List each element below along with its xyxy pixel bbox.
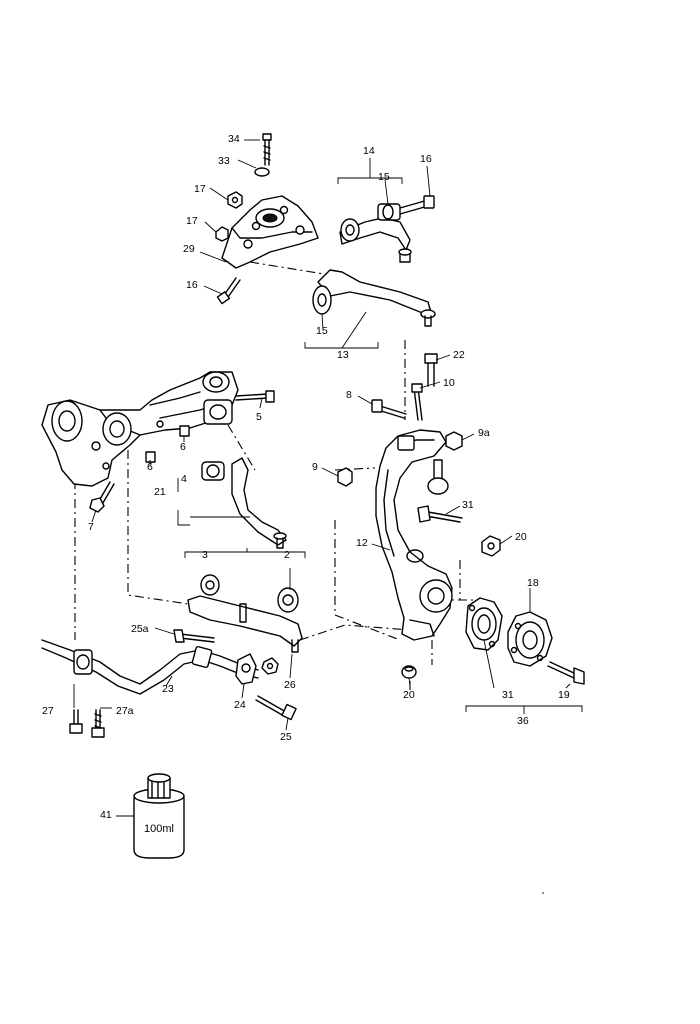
assembly-lines bbox=[74, 261, 490, 690]
nut-9a bbox=[445, 431, 463, 451]
upper-mount-bracket bbox=[221, 195, 319, 269]
callout-21: 21 bbox=[154, 486, 166, 498]
nut-9 bbox=[337, 467, 353, 487]
bolt-10 bbox=[411, 383, 423, 421]
bolt-8 bbox=[371, 399, 407, 419]
callout-labels: 34 33 17 17 29 16 14 15 16 15 13 22 10 8… bbox=[42, 133, 570, 821]
callout-24: 24 bbox=[234, 699, 246, 711]
bolt-25 bbox=[255, 695, 297, 721]
nut-6-right bbox=[179, 425, 190, 437]
callout-5: 5 bbox=[256, 411, 262, 423]
nut-26 bbox=[261, 657, 279, 675]
nut-20-upper bbox=[481, 535, 501, 557]
group-brackets bbox=[177, 158, 583, 714]
callout-3: 3 bbox=[202, 549, 208, 561]
clamp-24 bbox=[235, 653, 257, 685]
callout-14: 14 bbox=[363, 145, 375, 157]
bolt-27a bbox=[91, 709, 105, 738]
callout-16: 16 bbox=[420, 153, 432, 165]
callout-23: 23 bbox=[162, 683, 174, 695]
nut-17-upper bbox=[227, 191, 243, 209]
callout-25: 25 bbox=[280, 731, 292, 743]
bolt-34 bbox=[262, 133, 272, 166]
callout-25a: 25a bbox=[131, 623, 149, 635]
callout-31: 31 bbox=[502, 689, 514, 701]
callout-15: 15 bbox=[378, 171, 390, 183]
callout-26: 26 bbox=[284, 679, 296, 691]
speck bbox=[542, 892, 544, 894]
callout-6: 6 bbox=[180, 441, 186, 453]
steering-knuckle-12 bbox=[375, 429, 453, 641]
subframe bbox=[41, 371, 239, 487]
callout-31: 31 bbox=[462, 499, 474, 511]
callout-6: 6 bbox=[147, 461, 153, 473]
callout-15: 15 bbox=[316, 325, 328, 337]
bolt-7 bbox=[89, 481, 115, 513]
callout-20: 20 bbox=[403, 689, 415, 701]
callout-17: 17 bbox=[186, 215, 198, 227]
callout-9a: 9a bbox=[478, 427, 490, 439]
washer-33 bbox=[254, 167, 270, 177]
callout-8: 8 bbox=[346, 389, 352, 401]
callout-27a: 27a bbox=[116, 705, 134, 717]
callout-17: 17 bbox=[194, 183, 206, 195]
callout-12: 12 bbox=[356, 537, 368, 549]
bolt-31-upper bbox=[417, 505, 463, 523]
callout-41: 41 bbox=[100, 809, 112, 821]
ball-joint bbox=[427, 459, 449, 495]
callout-19: 19 bbox=[558, 689, 570, 701]
callout-13: 13 bbox=[337, 349, 349, 361]
callout-27: 27 bbox=[42, 705, 54, 717]
callout-29: 29 bbox=[183, 243, 195, 255]
callout-34: 34 bbox=[228, 133, 240, 145]
container-label: 100ml bbox=[144, 823, 174, 835]
callout-22: 22 bbox=[453, 349, 465, 361]
callout-2: 2 bbox=[284, 549, 290, 561]
upper-arm-14 bbox=[339, 203, 412, 263]
nut-6-left bbox=[145, 451, 156, 463]
callout-20: 20 bbox=[515, 531, 527, 543]
oil-container-41: 100ml bbox=[133, 773, 185, 859]
bolt-19 bbox=[547, 661, 585, 685]
bolt-16-left bbox=[216, 277, 241, 305]
callout-4: 4 bbox=[181, 473, 187, 485]
nut-17-lower bbox=[215, 226, 229, 242]
leader-lines bbox=[73, 139, 571, 817]
lower-arm-2 bbox=[187, 574, 303, 653]
lower-arm-21 bbox=[201, 457, 287, 549]
callout-9: 9 bbox=[312, 461, 318, 473]
wheel-hub-18 bbox=[507, 611, 553, 667]
callout-18: 18 bbox=[527, 577, 539, 589]
callout-10: 10 bbox=[443, 377, 455, 389]
cap-20-lower bbox=[401, 665, 417, 679]
callout-16: 16 bbox=[186, 279, 198, 291]
bolt-5 bbox=[235, 390, 275, 403]
bolt-25a bbox=[173, 629, 215, 643]
bolt-22 bbox=[424, 353, 438, 387]
bolt-27 bbox=[69, 709, 83, 734]
wheel-bearing-31 bbox=[465, 597, 503, 651]
stabilizer-bar-23 bbox=[41, 639, 259, 695]
callout-7: 7 bbox=[88, 521, 94, 533]
upper-arm-13 bbox=[312, 269, 436, 327]
callout-36: 36 bbox=[517, 715, 529, 727]
callout-33: 33 bbox=[218, 155, 230, 167]
bolt-16-right bbox=[399, 195, 435, 215]
